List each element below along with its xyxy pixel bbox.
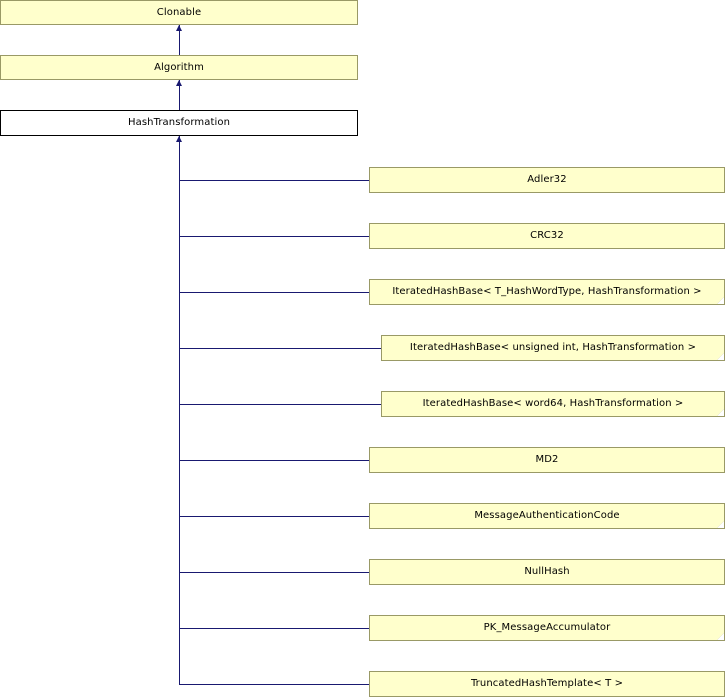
edge-stub-nullhash <box>179 572 369 573</box>
class-label: Adler32 <box>527 174 567 185</box>
edge-hashtransformation-to-algorithm <box>179 80 180 110</box>
arrowhead-hashtransformation <box>176 136 182 142</box>
class-box-nullhash[interactable]: NullHash <box>369 559 725 585</box>
class-label: NullHash <box>524 566 570 577</box>
class-box-messageauthenticationcode[interactable]: MessageAuthenticationCode <box>369 503 725 529</box>
class-label: IteratedHashBase< unsigned int, HashTran… <box>409 342 697 353</box>
class-box-hashtransformation[interactable]: HashTransformation <box>0 110 358 136</box>
edge-stub-adler32 <box>179 180 369 181</box>
class-box-pk-messageaccumulator[interactable]: PK_MessageAccumulator <box>369 615 725 641</box>
arrowhead-algorithm <box>176 80 182 86</box>
class-box-clonable[interactable]: Clonable <box>0 0 358 25</box>
class-label: HashTransformation <box>127 117 231 128</box>
class-box-iteratedhashbase-word64[interactable]: IteratedHashBase< word64, HashTransforma… <box>381 391 725 417</box>
class-label: MessageAuthenticationCode <box>474 510 620 521</box>
class-label: Clonable <box>156 6 202 18</box>
edge-derived-trunk <box>179 136 180 684</box>
edge-stub-crc32 <box>179 236 369 237</box>
arrowhead-clonable <box>176 25 182 31</box>
edge-stub-truncatedhashtemplate <box>179 684 369 685</box>
class-label: CRC32 <box>530 230 564 241</box>
class-label: IteratedHashBase< T_HashWordType, HashTr… <box>392 286 702 297</box>
edge-algorithm-to-clonable <box>179 25 180 55</box>
class-label: MD2 <box>535 454 559 465</box>
edge-stub-iteratedhashbase-word64 <box>179 404 381 405</box>
edge-stub-pkmessageaccumulator <box>179 628 369 629</box>
class-label: IteratedHashBase< word64, HashTransforma… <box>422 398 684 409</box>
class-label: TruncatedHashTemplate< T > <box>470 678 624 689</box>
edge-stub-iteratedhashbase-t <box>179 292 369 293</box>
edge-stub-iteratedhashbase-uint <box>179 348 381 349</box>
class-box-iteratedhashbase-unsigned-int[interactable]: IteratedHashBase< unsigned int, HashTran… <box>381 335 725 361</box>
class-box-md2[interactable]: MD2 <box>369 447 725 473</box>
class-label: PK_MessageAccumulator <box>483 622 611 633</box>
class-box-iteratedhashbase-t-hashwordtype[interactable]: IteratedHashBase< T_HashWordType, HashTr… <box>369 279 725 305</box>
class-box-crc32[interactable]: CRC32 <box>369 223 725 249</box>
class-box-algorithm[interactable]: Algorithm <box>0 55 358 80</box>
edge-stub-md2 <box>179 460 369 461</box>
class-box-adler32[interactable]: Adler32 <box>369 167 725 193</box>
class-label: Algorithm <box>154 61 204 73</box>
edge-stub-messageauthenticationcode <box>179 516 369 517</box>
class-box-truncatedhashtemplate[interactable]: TruncatedHashTemplate< T > <box>369 671 725 697</box>
